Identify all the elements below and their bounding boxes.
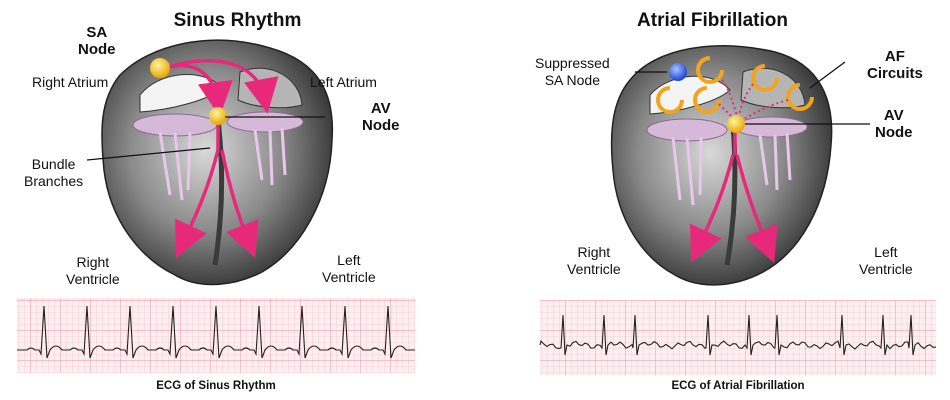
sinus-ecg-strip	[17, 298, 415, 373]
av-node-label: AV Node	[875, 107, 913, 141]
sinus-heart-diagram	[17, 39, 415, 373]
suppressed-sa-node-marker	[669, 63, 687, 81]
sinus-title: Sinus Rhythm	[173, 10, 302, 31]
af-circuit-ring	[696, 56, 724, 84]
sinus-ecg-caption: ECG of Sinus Rhythm	[156, 380, 276, 392]
sinus-ecg-trace	[17, 305, 415, 359]
afib-title: Atrial Fibrillation	[637, 10, 788, 31]
heart-illustration	[101, 39, 334, 286]
af-circuit-ring	[693, 86, 721, 114]
suppressed-sa-node-label: Suppressed SA Node	[535, 55, 610, 88]
right-atrium-label: Right Atrium	[32, 74, 109, 90]
left-ventricle-label: Left Ventricle	[322, 252, 376, 285]
sa-node-label: SA Node	[78, 24, 116, 58]
afib-panel: Atrial Fibrillation Suppressed SA Node A…	[475, 0, 950, 400]
af-circuits-label: AF Circuits	[867, 48, 923, 82]
af-circuit-ring	[786, 83, 814, 111]
right-ventricle-label: Right Ventricle	[567, 244, 621, 277]
sinus-rhythm-panel: Sinus Rhythm SA Node Right Atrium Left A…	[17, 10, 415, 392]
af-circuit-ring	[656, 86, 684, 114]
av-node-marker	[209, 107, 227, 125]
heart-illustration	[610, 45, 833, 286]
af-circuits	[656, 56, 814, 114]
afib-ecg-caption: ECG of Atrial Fibrillation	[671, 380, 805, 392]
af-circuits-leader	[809, 61, 846, 89]
av-node-label: AV Node	[362, 100, 400, 134]
afib-heart-diagram	[539, 45, 937, 375]
conduction-pathway	[690, 132, 778, 263]
av-node-marker	[727, 115, 745, 133]
sa-node-marker	[150, 58, 170, 78]
left-atrium-label: Left Atrium	[310, 74, 377, 90]
chaotic-impulses	[718, 79, 789, 121]
afib-ecg-trace	[539, 314, 937, 356]
bundle-branches-leader	[86, 147, 211, 161]
bundle-branches-label: Bundle Branches	[24, 156, 84, 189]
af-circuit-ring	[751, 64, 779, 92]
afib-ecg-strip	[539, 300, 937, 375]
left-ventricle-label: Left Ventricle	[859, 244, 913, 277]
right-ventricle-label: Right Ventricle	[66, 254, 120, 287]
